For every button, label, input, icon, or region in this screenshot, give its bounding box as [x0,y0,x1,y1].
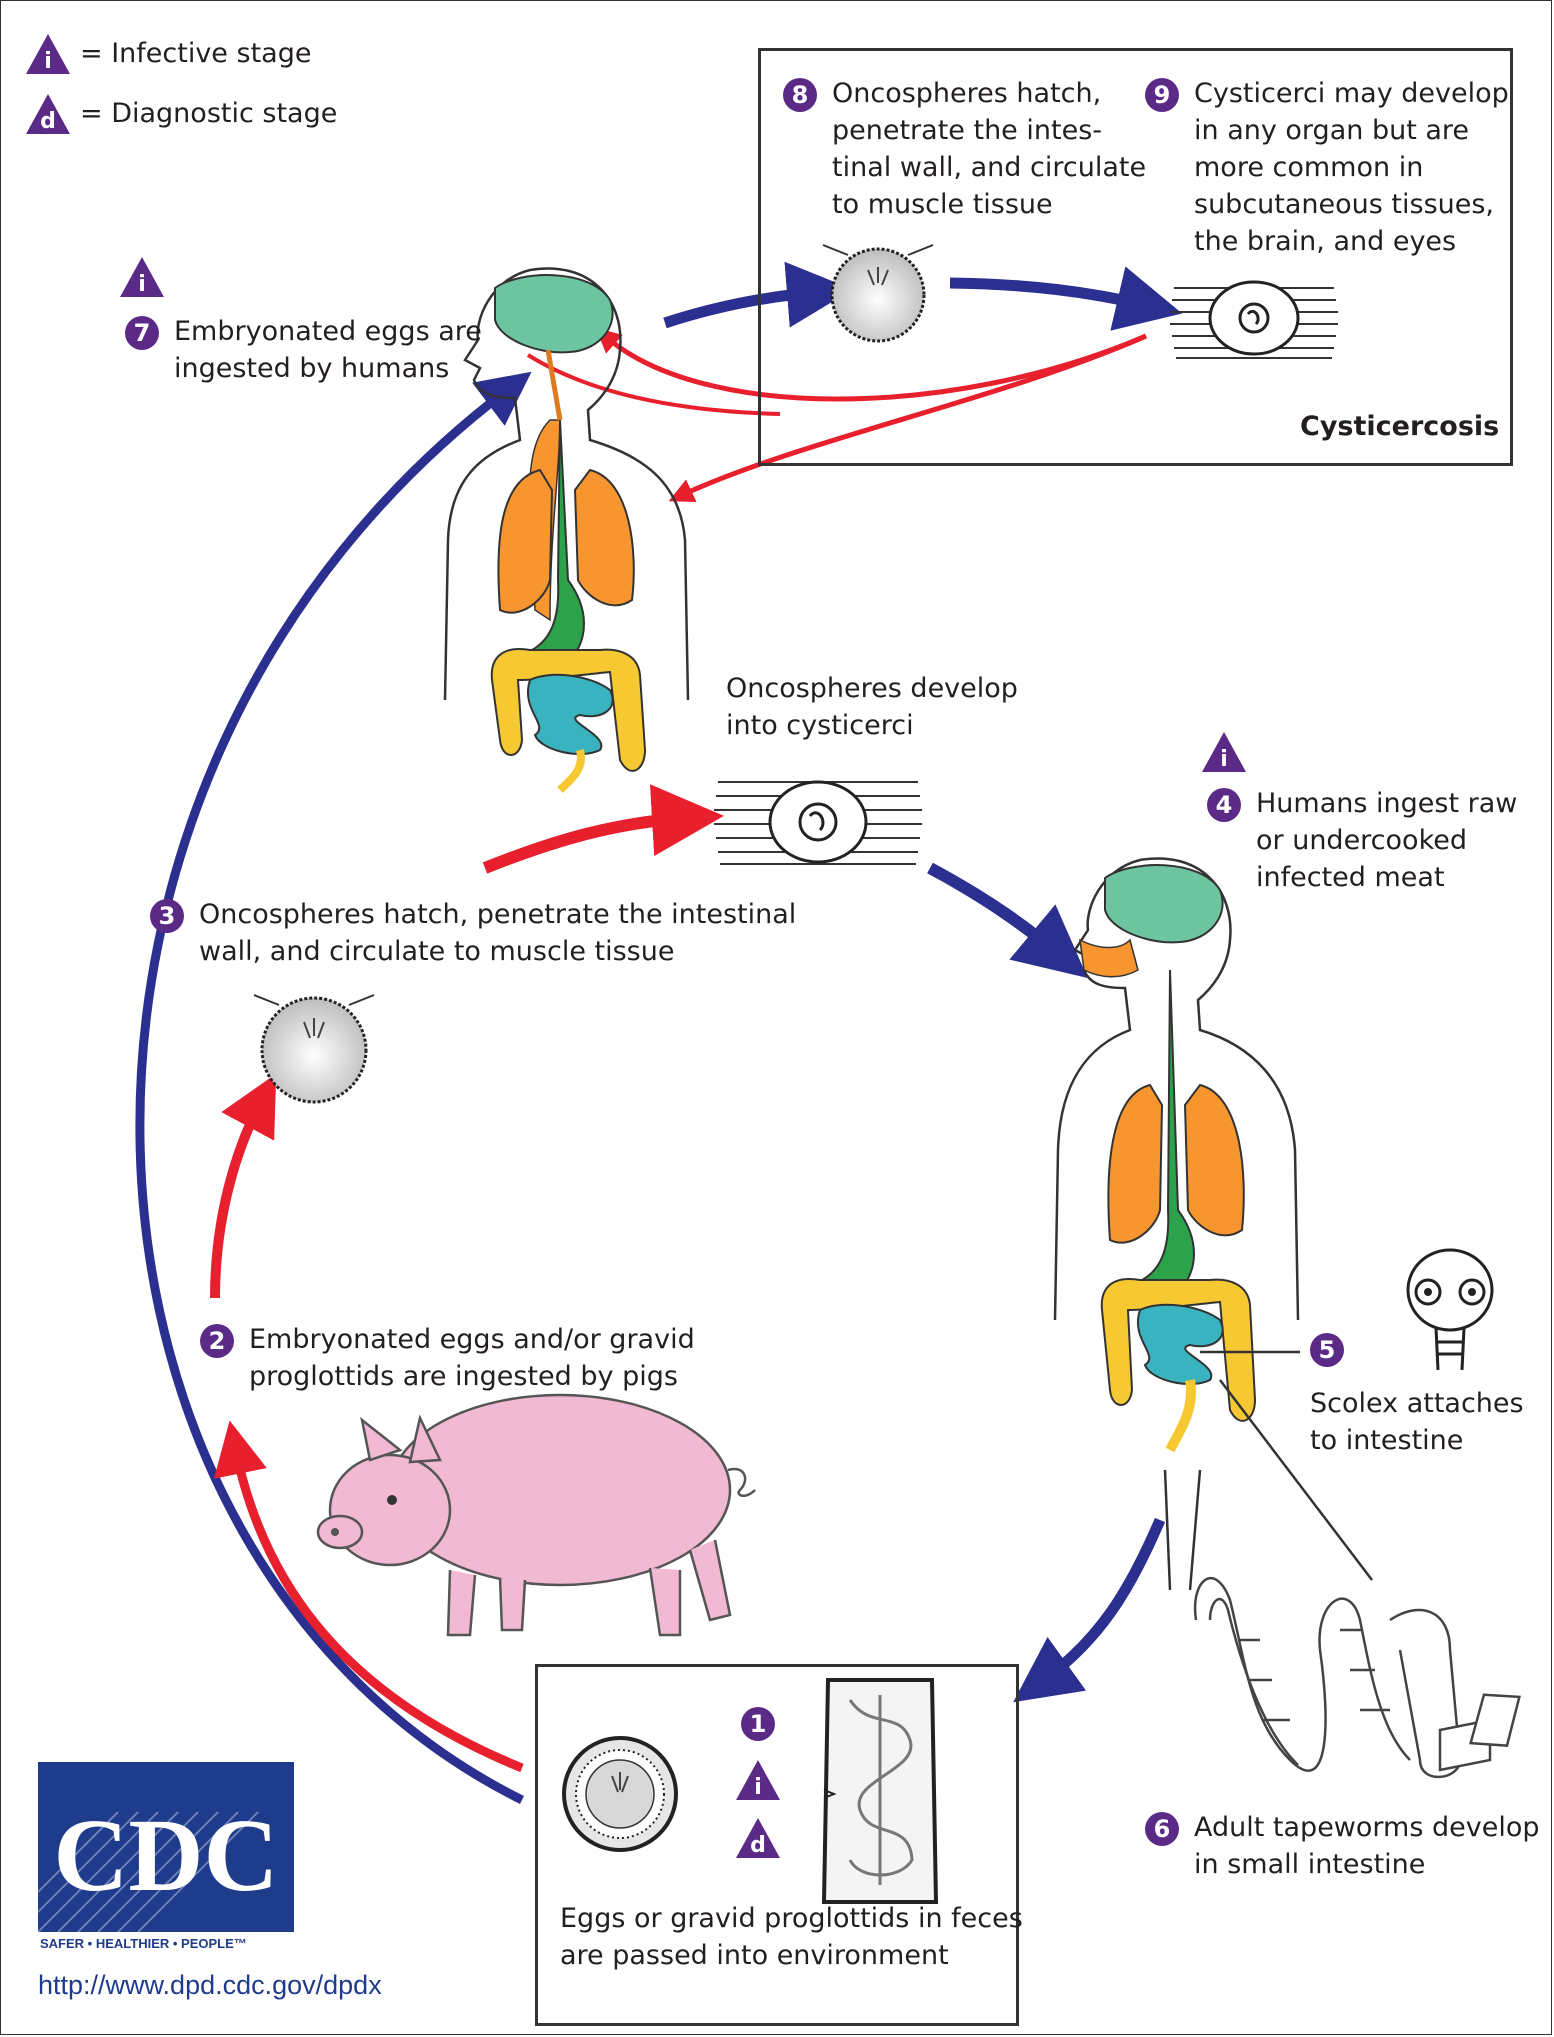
step-7-line: Embryonated eggs are [174,316,482,347]
step-6-line: in small intestine [1194,1849,1426,1880]
step-2-badge: 2 [200,1324,234,1358]
arrow-mouth-to-box-red [526,353,781,416]
feces-box [535,1664,1019,2026]
egg-drawing [562,1736,678,1852]
diagnostic-legend-label: = Diagnostic stage [80,98,338,129]
muscle-cyst-box [1170,280,1338,359]
cdc-url-link[interactable]: http://www.dpd.cdc.gov/dpdx [38,1970,382,2000]
infective-legend-triangle: i [24,32,72,76]
pig-drawing [316,1393,756,1637]
arrow-feces-to-pig-red [213,1420,524,1773]
cdc-tagline: SAFER • HEALTHIER • PEOPLE™ [40,1936,247,1951]
step-7-infective-triangle: i [118,255,166,299]
arrow-human-to-oncosphere-blue [663,261,853,329]
step-6-badge: 6 [1145,1812,1179,1846]
arrow-cyst-to-human-blue [927,862,1088,979]
cdc-logo-text: CDC [53,1798,278,1913]
step-9-line: Cysticerci may develop [1194,78,1509,109]
step-1-infective-triangle: i [734,1758,782,1802]
human-figure-top [443,267,690,793]
oncosphere-box [822,244,934,343]
step-4-infective-triangle: i [1200,730,1248,774]
develop-line: into cysticerci [726,710,914,741]
step-3-badge: 3 [150,899,184,933]
arrow-oncosphere-to-cyst-blue [949,266,1183,331]
step-8-line: penetrate the intes- [832,115,1102,146]
step-9-badge: 9 [1145,78,1179,112]
step-8-line: Oncospheres hatch, [832,78,1102,109]
step-1-badge: 1 [741,1707,775,1741]
infective-legend-label: = Infective stage [80,38,312,69]
step-3-line: Oncospheres hatch, penetrate the intesti… [199,899,797,930]
step-1-infective-symbol: i [754,1775,762,1800]
develop-line: Oncospheres develop [726,673,1018,704]
step-8-line: to muscle tissue [832,189,1053,220]
diagnostic-symbol: d [40,109,56,134]
step-1-diagnostic-symbol: d [750,1833,766,1858]
muscle-cyst-middle [714,780,922,865]
gravid-proglottid-drawing [821,1678,939,1904]
step-4-line: or undercooked [1256,825,1467,856]
step-1-diagnostic-triangle: d [734,1816,782,1860]
step-3-line: wall, and circulate to muscle tissue [199,936,675,967]
step-9-line: the brain, and eyes [1194,226,1457,257]
step-7-line: ingested by humans [174,353,450,384]
cysticercosis-box [758,48,1513,466]
arrow-cyst-to-brain-red [595,327,1147,402]
step-1-line: are passed into environment [560,1940,949,1971]
arrow-human-to-feces-blue [1013,1517,1166,1703]
step-8-line: tinal wall, and circulate [832,152,1147,183]
tapeworm-pointer-line [1219,1379,1373,1581]
arrow-to-muscle-red [482,784,724,874]
step-9-line: in any organ but are [1194,115,1470,146]
arrow-feces-to-human-blue [135,371,532,1805]
step-4-badge: 4 [1207,788,1241,822]
scolex-drawing [1406,1248,1494,1371]
step-1-line: Eggs or gravid proglottids in feces [560,1903,1023,1934]
human-figure-right [1053,857,1300,1591]
step-9-line: more common in [1194,152,1424,183]
cysticercosis-label: Cysticercosis [1300,411,1500,442]
step-4-line: Humans ingest raw [1256,788,1518,819]
step-7-badge: 7 [125,316,159,350]
step-4-line: infected meat [1256,862,1445,893]
infective-symbol: i [44,49,52,74]
step-9-line: subcutaneous tissues, [1194,189,1495,220]
adult-tapeworm-drawing [1193,1577,1521,1779]
step-8-badge: 8 [783,78,817,112]
step-6-line: Adult tapeworms develop [1194,1812,1540,1843]
cdc-logo: CDC SAFER • HEALTHIER • PEOPLE™ [37,1762,294,1952]
oncosphere-left [253,994,375,1104]
step-5-line: to intestine [1310,1425,1464,1456]
step-2-line: proglottids are ingested by pigs [249,1361,678,1392]
step-7-infective-symbol: i [138,272,146,297]
step-2-line: Embryonated eggs and/or gravid [249,1324,695,1355]
diagnostic-legend-triangle: d [24,92,72,136]
arrow-pig-to-oncosphere-red [210,1073,277,1299]
step-5-badge: 5 [1310,1333,1344,1367]
step-4-infective-symbol: i [1220,747,1228,772]
arrow-cyst-to-lungs-red [668,333,1148,503]
step-5-line: Scolex attaches [1310,1388,1524,1419]
